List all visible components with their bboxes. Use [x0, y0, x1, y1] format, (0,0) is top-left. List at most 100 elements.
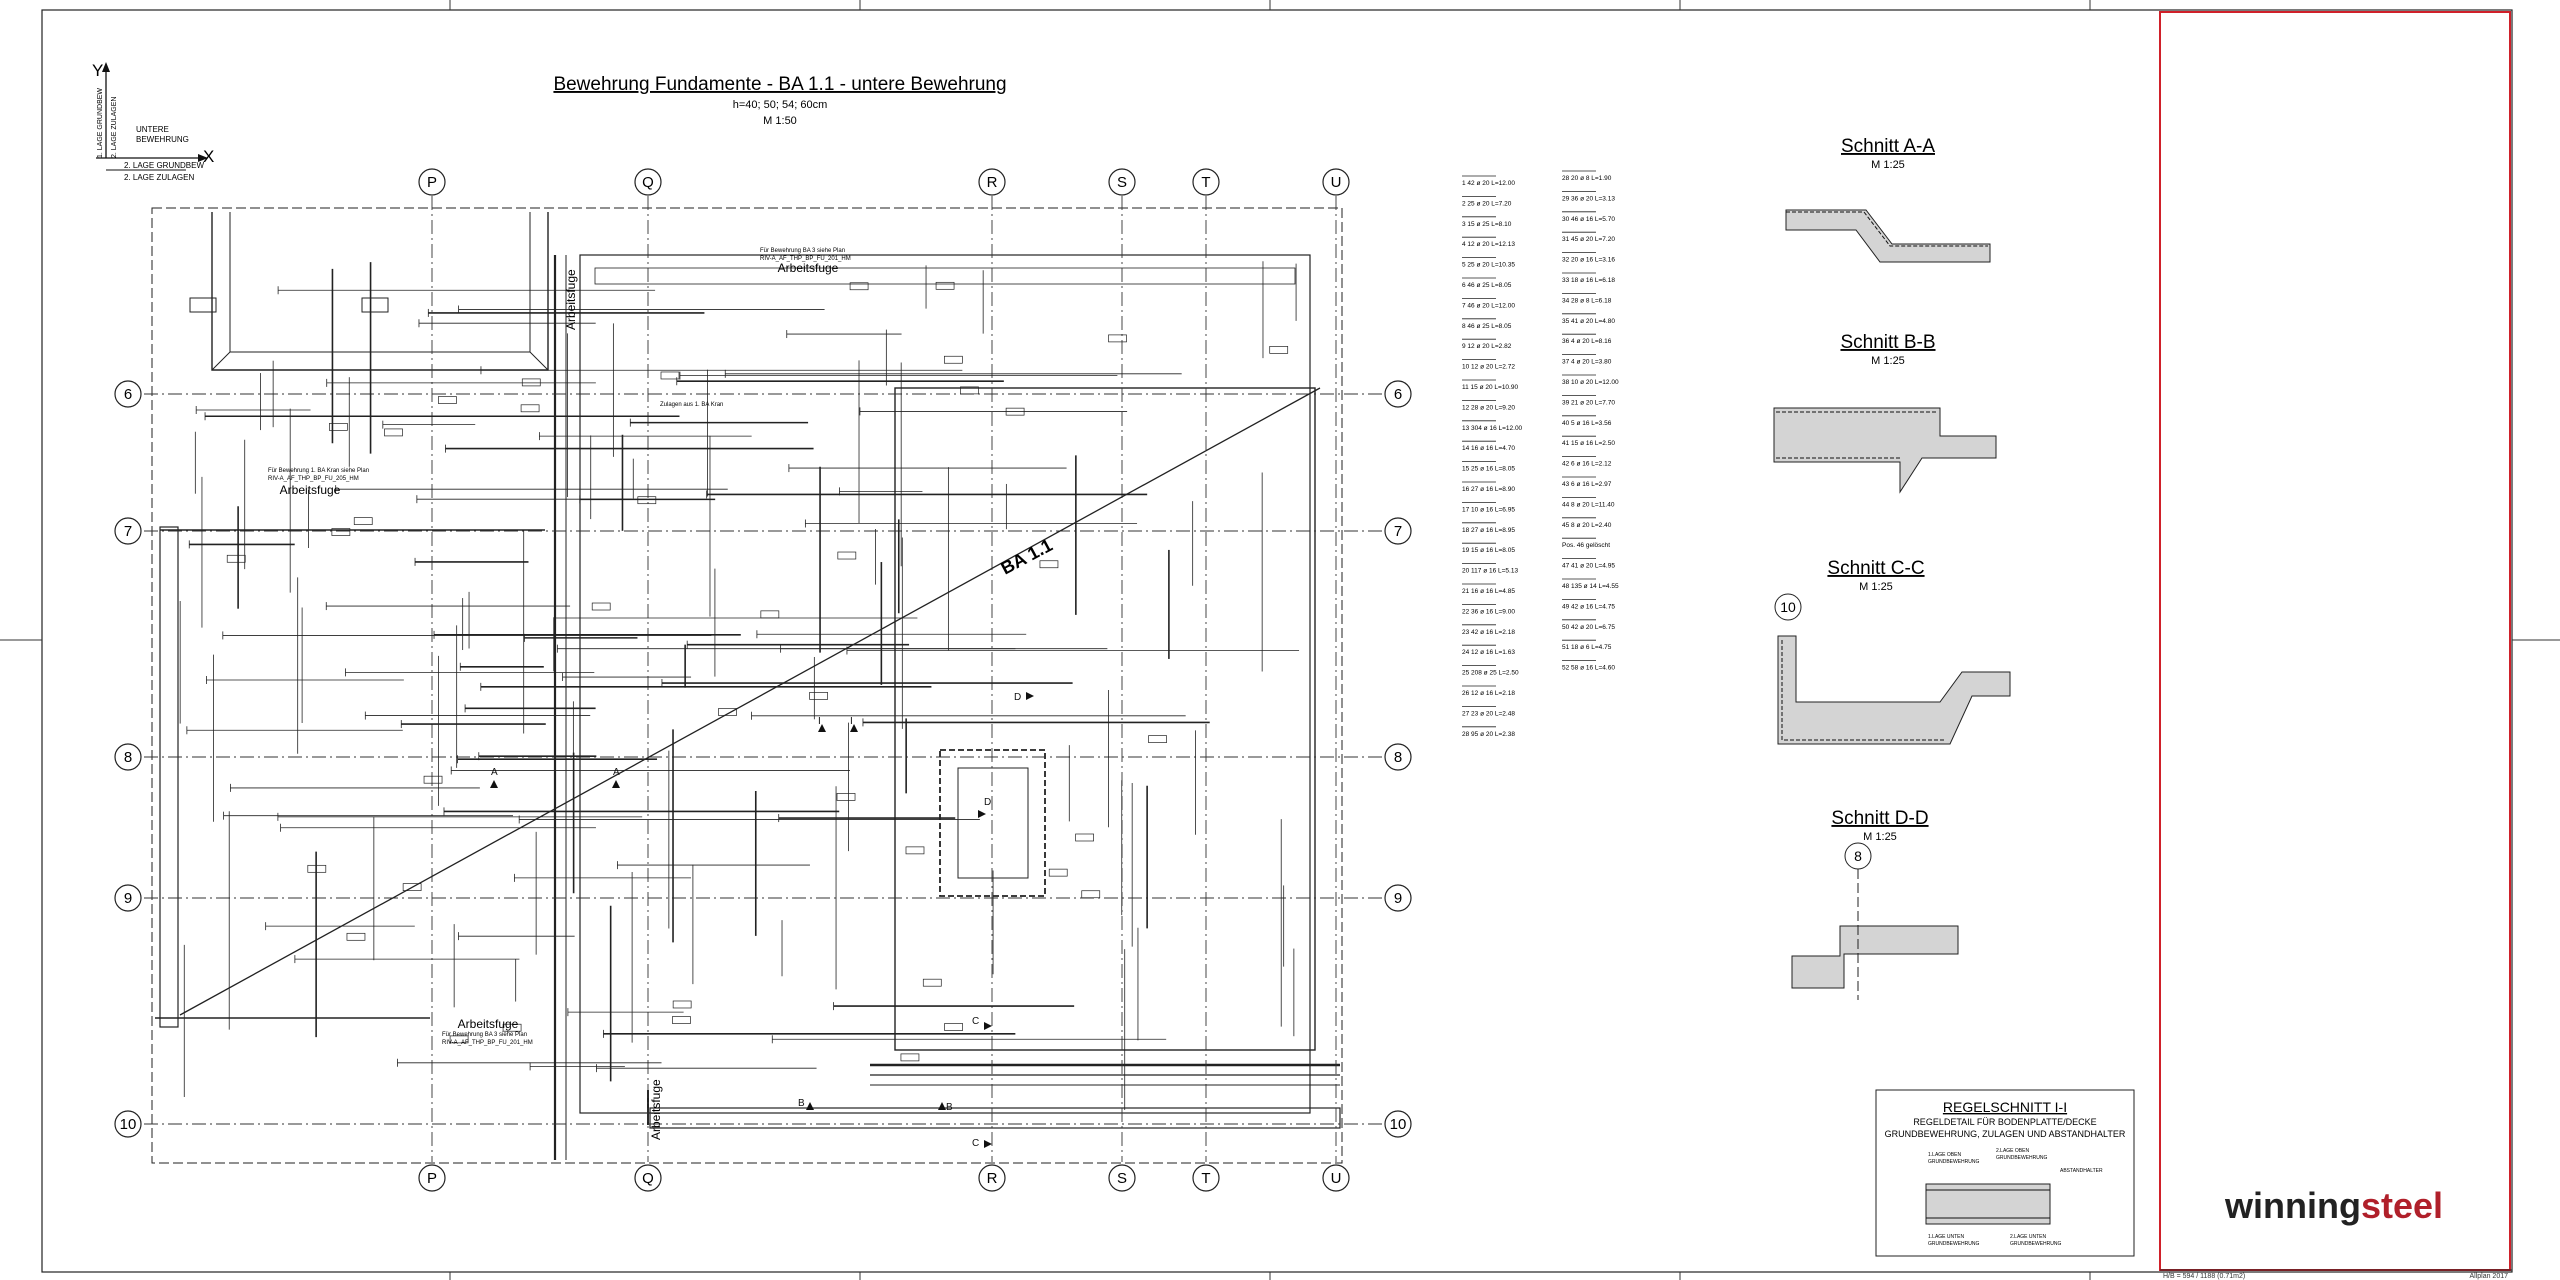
axis-bubble-row	[1384, 1110, 1412, 1138]
regelschnitt-top-mid: 2.LAGE OBEN	[1996, 1148, 2029, 1154]
schedule-entry: 19 15 ø 16 L=8.05	[1462, 547, 1515, 554]
regelschnitt-title: REGELSCHNITT I-I	[1943, 1099, 2067, 1115]
axis-label-col: R	[987, 1170, 998, 1187]
arbeitsfuge-left: Arbeitsfuge	[280, 483, 341, 497]
regelschnitt-bot-mid: 2.LAGE UNTEN	[2010, 1234, 2047, 1240]
axis-label-row: 9	[124, 890, 132, 907]
axis-bubble-col	[1322, 168, 1350, 196]
schedule-entry: 44 8 ø 20 L=11.40	[1562, 501, 1615, 508]
ref-note-bottom: Für Bewehrung BA 3 siehe Plan	[442, 1032, 527, 1038]
company-logo: winningsteel	[2224, 1185, 2443, 1226]
legend-unten-2: BEWEHRUNG	[136, 135, 189, 144]
regelschnitt-box: REGELSCHNITT I-I REGELDETAIL FÜR BODENPL…	[1875, 1089, 2135, 1257]
schedule-entry: 37 4 ø 20 L=3.80	[1562, 359, 1612, 366]
axis-label-col: T	[1201, 1170, 1210, 1187]
regelschnitt-top-left: 1.LAGE OBEN	[1928, 1152, 1961, 1158]
axis-bubble-row	[114, 1110, 142, 1138]
axis-label-row: 9	[1394, 890, 1402, 907]
axis-label-col: S	[1117, 1170, 1127, 1187]
schedule-entry: 34 28 ø 8 L=6.18	[1562, 297, 1612, 304]
axis-bubble-row	[1384, 743, 1412, 771]
cut-mark-c2: C	[972, 1138, 979, 1149]
axis-bubble-col	[418, 168, 446, 196]
axis-bubble-col	[1108, 168, 1136, 196]
schedule-entry: 32 20 ø 16 L=3.16	[1562, 257, 1615, 264]
schedule-entry: 30 46 ø 16 L=5.70	[1562, 216, 1615, 223]
section-dd-title: Schnitt D-D	[1831, 808, 1928, 829]
schedule-entry: 36 4 ø 20 L=8.16	[1562, 338, 1612, 345]
zulagen-kran-note: Zulagen aus 1. BA Kran	[660, 402, 723, 408]
axis-bubble-row	[1384, 517, 1412, 545]
legend-upper-1: 1. LAGE GRUNDBEW	[97, 88, 104, 158]
axis-bubble-col	[1192, 1164, 1220, 1192]
axis-bubble-col	[634, 1164, 662, 1192]
logo-steel: steel	[2361, 1185, 2443, 1226]
section-bb-shape	[1773, 407, 1997, 494]
sheet-frame	[41, 9, 2513, 1273]
svg-text:winningsteel: winningsteel	[2224, 1185, 2443, 1226]
plan-geometry	[151, 207, 1343, 1164]
schedule-entry: 17 10 ø 16 L=6.95	[1462, 506, 1515, 513]
axis-label-col: S	[1117, 174, 1127, 191]
arbeitsfuge-top: Arbeitsfuge	[778, 261, 839, 275]
schedule-entry: 10 12 ø 20 L=2.72	[1462, 364, 1515, 371]
bending-schedule: 1 42 ø 20 L=12.002 25 ø 20 L=7.203 15 ø …	[1462, 170, 1619, 738]
cut-mark-a1: A	[491, 767, 498, 778]
regelschnitt-slab	[1925, 1183, 2051, 1225]
schedule-entry: 11 15 ø 20 L=10.90	[1462, 384, 1518, 391]
section-details: Schnitt A-A M 1:25 Schnitt B-B M 1:25 Sc…	[1773, 136, 2011, 1000]
section-cc-title: Schnitt C-C	[1827, 558, 1924, 579]
ba-label: BA 1.1	[997, 535, 1055, 579]
schedule-entry: 47 41 ø 20 L=4.95	[1562, 563, 1615, 570]
schedule-entry: 1 42 ø 20 L=12.00	[1462, 180, 1515, 187]
section-cc-scale: M 1:25	[1859, 581, 1893, 593]
ref-plan-bottom: RIV-A_AF_THP_BP_FU_201_HM	[442, 1040, 533, 1046]
schedule-entry: 38 10 ø 20 L=12.00	[1562, 379, 1619, 386]
schedule-entry: 24 12 ø 16 L=1.63	[1462, 649, 1515, 656]
schedule-entry: 12 28 ø 20 L=9.20	[1462, 404, 1515, 411]
axis-label-col: U	[1331, 174, 1342, 191]
schedule-entry: 28 95 ø 20 L=2.38	[1462, 731, 1515, 738]
axis-bubble-row	[114, 884, 142, 912]
arbeitsfuge-vertical-bottom: Arbeitsfuge	[649, 1079, 663, 1140]
regelschnitt-top-left2: GRUNDBEWEHRUNG	[1928, 1159, 1980, 1165]
axis-x-label: X	[203, 147, 214, 166]
schedule-entry: Pos. 46 gelöscht	[1562, 542, 1610, 549]
axis-bubble-col	[1322, 1164, 1350, 1192]
axis-label-col: P	[427, 1170, 437, 1187]
schedule-entry: 23 42 ø 16 L=2.18	[1462, 629, 1515, 636]
schedule-entry: 50 42 ø 20 L=6.75	[1562, 624, 1615, 631]
schedule-entry: 8 46 ø 25 L=8.05	[1462, 323, 1512, 330]
schedule-entry: 45 8 ø 20 L=2.40	[1562, 522, 1612, 529]
section-cut-markers: A A B B C C D D I I	[490, 692, 1034, 1149]
axis-label-row: 6	[1394, 386, 1402, 403]
schedule-entry: 2 25 ø 20 L=7.20	[1462, 200, 1512, 207]
schedule-entry: 6 46 ø 25 L=8.05	[1462, 282, 1512, 289]
schedule-entry: 16 27 ø 16 L=8.90	[1462, 486, 1515, 493]
schedule-entry: 51 18 ø 6 L=4.75	[1562, 644, 1612, 651]
axis-bubble-col	[634, 168, 662, 196]
schedule-entry: 49 42 ø 16 L=4.75	[1562, 603, 1615, 610]
schedule-entry: 4 12 ø 20 L=12.13	[1462, 241, 1515, 248]
cut-mark-b1: B	[798, 1098, 805, 1109]
ref-plan-top: RIV-A_AF_THP_BP_FU_201_HM	[760, 256, 851, 262]
axis-label-row: 10	[120, 1116, 137, 1133]
schedule-entry: 18 27 ø 16 L=8.95	[1462, 527, 1515, 534]
cut-mark-a2: A	[613, 767, 620, 778]
axis-label-row: 7	[124, 523, 132, 540]
schedule-entry: 27 23 ø 20 L=2.48	[1462, 710, 1515, 717]
axis-label-col: P	[427, 174, 437, 191]
schedule-entry: 14 16 ø 16 L=4.70	[1462, 445, 1515, 452]
ref-note-left: Für Bewehrung 1. BA Kran siehe Plan	[268, 468, 369, 474]
schedule-entry: 42 6 ø 16 L=2.12	[1562, 461, 1612, 468]
regelschnitt-bot-left: 1.LAGE UNTEN	[1928, 1234, 1965, 1240]
cut-mark-b2: B	[946, 1102, 953, 1113]
arbeitsfuge-bottom: Arbeitsfuge	[458, 1017, 519, 1031]
section-cc-axis-bubble	[1774, 593, 1802, 621]
schedule-entry: 25 208 ø 25 L=2.50	[1462, 670, 1519, 677]
axis-bubble-col	[1108, 1164, 1136, 1192]
schedule-entry: 33 18 ø 16 L=6.18	[1562, 277, 1615, 284]
rebar-lines	[179, 261, 1300, 1110]
section-aa-shape	[1785, 209, 1991, 263]
